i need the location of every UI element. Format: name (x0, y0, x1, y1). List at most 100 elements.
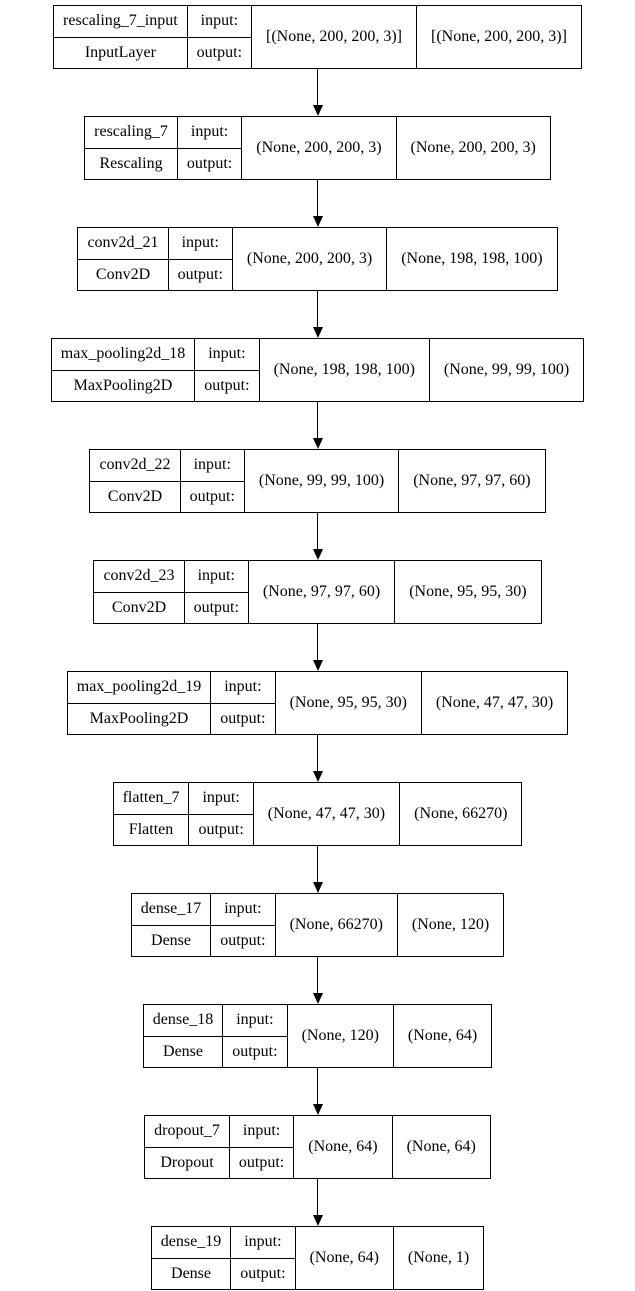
input-shape: (None, 200, 200, 3) (233, 228, 388, 290)
input-label: input: (229, 1116, 294, 1148)
layer-type: Dense (163, 1042, 203, 1060)
arrow-line (316, 1068, 319, 1104)
node-dense-18: dense_18 Dense input: output: (None, 120… (142, 1004, 493, 1068)
flow-arrow (312, 291, 323, 338)
io-label-column: input: output: (229, 1116, 295, 1178)
flow-arrow (312, 1068, 323, 1115)
io-label-column: input: output: (211, 894, 276, 956)
layer-type: Conv2D (111, 598, 167, 616)
layer-name-column: conv2d_23 Conv2D (94, 561, 185, 623)
layer-name-column: rescaling_7 Rescaling (85, 117, 178, 179)
io-label-column: input: output: (231, 1227, 296, 1289)
layer-name-column: rescaling_7_input InputLayer (54, 6, 188, 68)
arrowhead-icon (312, 549, 323, 560)
arrow-line (316, 624, 319, 660)
arrowhead-icon (312, 1215, 323, 1226)
input-shape: (None, 64) (294, 1116, 393, 1178)
input-shape: (None, 66270) (276, 894, 398, 956)
io-label-column: input: output: (177, 117, 243, 179)
input-label: input: (231, 1227, 295, 1259)
layer-name: rescaling_7_input (54, 6, 187, 38)
arrow-line (316, 957, 319, 993)
input-label: input: (195, 339, 259, 371)
flow-arrow (312, 735, 323, 782)
output-label: output: (186, 154, 233, 172)
flow-arrow (312, 1179, 323, 1226)
node-dropout-7: dropout_7 Dropout input: output: (None, … (144, 1115, 491, 1179)
flow-arrow (312, 69, 323, 116)
input-label: input: (177, 117, 242, 149)
io-label-column: input: output: (223, 1005, 288, 1067)
layer-type: Flatten (128, 820, 174, 838)
output-shape: (None, 99, 99, 100) (443, 361, 570, 378)
layer-name: dense_17 (131, 894, 211, 926)
output-shape: (None, 95, 95, 30) (409, 583, 527, 600)
input-label: input: (180, 450, 244, 482)
input-shape: [(None, 200, 200, 3)] (252, 6, 417, 68)
io-label-column: input: output: (211, 672, 276, 734)
arrowhead-icon (312, 660, 323, 671)
layer-name-column: dense_19 Dense (151, 1227, 232, 1289)
layer-name-column: dropout_7 Dropout (145, 1116, 230, 1178)
input-label: input: (168, 228, 232, 260)
arrowhead-icon (312, 993, 323, 1004)
arrow-line (316, 735, 319, 771)
node-conv2d-21: conv2d_21 Conv2D input: output: (None, 2… (77, 227, 558, 291)
node-dense-17: dense_17 Dense input: output: (None, 662… (130, 893, 505, 957)
output-label: output: (198, 820, 244, 838)
layer-name: conv2d_22 (90, 450, 180, 482)
arrow-line (316, 513, 319, 549)
input-label: input: (211, 894, 275, 926)
input-shape: (None, 47, 47, 30) (254, 783, 401, 845)
arrow-line (316, 180, 319, 216)
output-label: output: (193, 598, 239, 616)
output-label: output: (238, 1153, 285, 1171)
flow-arrow (312, 402, 323, 449)
flow-arrow (312, 624, 323, 671)
arrowhead-icon (312, 438, 323, 449)
io-label-column: input: output: (187, 6, 253, 68)
flow-arrow (312, 846, 323, 893)
layer-type: Dropout (160, 1153, 214, 1171)
output-label: output: (196, 43, 243, 61)
arrowhead-icon (312, 1104, 323, 1115)
layer-name: dropout_7 (145, 1116, 229, 1148)
node-dense-19: dense_19 Dense input: output: (None, 64)… (150, 1226, 485, 1290)
layer-name: conv2d_21 (78, 228, 168, 260)
arrow-line (316, 402, 319, 438)
output-label: output: (204, 376, 250, 394)
node-rescaling-7: rescaling_7 Rescaling input: output: (No… (84, 116, 551, 180)
node-conv2d-22: conv2d_22 Conv2D input: output: (None, 9… (89, 449, 546, 513)
output-shape: (None, 1) (407, 1249, 470, 1266)
output-shape: (None, 198, 198, 100) (401, 250, 543, 267)
input-shape: (None, 99, 99, 100) (245, 450, 400, 512)
layer-name-column: conv2d_22 Conv2D (90, 450, 181, 512)
input-label: input: (211, 672, 275, 704)
layer-name-column: max_pooling2d_18 MaxPooling2D (51, 339, 196, 401)
flow-arrow (312, 513, 323, 560)
input-shape: (None, 200, 200, 3) (242, 117, 397, 179)
output-label: output: (189, 487, 235, 505)
layer-type: InputLayer (84, 43, 156, 61)
layer-type: Rescaling (99, 154, 163, 172)
arrow-line (316, 1179, 319, 1215)
arrow-line (316, 846, 319, 882)
input-shape: (None, 120) (288, 1005, 394, 1067)
arrow-line (316, 291, 319, 327)
layer-name-column: dense_17 Dense (131, 894, 212, 956)
layer-type: Dense (151, 931, 191, 949)
input-shape: (None, 97, 97, 60) (249, 561, 396, 623)
output-label: output: (232, 1042, 278, 1060)
layer-name: flatten_7 (113, 783, 189, 815)
node-max-pooling2d-19: max_pooling2d_19 MaxPooling2D input: out… (66, 671, 569, 735)
io-label-column: input: output: (180, 450, 245, 512)
output-shape: (None, 64) (407, 1027, 478, 1044)
layer-name-column: max_pooling2d_19 MaxPooling2D (67, 672, 212, 734)
io-label-column: input: output: (168, 228, 233, 290)
layer-name-column: flatten_7 Flatten (113, 783, 190, 845)
node-max-pooling2d-18: max_pooling2d_18 MaxPooling2D input: out… (50, 338, 585, 402)
io-label-column: input: output: (184, 561, 249, 623)
layer-name: max_pooling2d_18 (51, 339, 195, 371)
node-rescaling-7-input: rescaling_7_input InputLayer input: outp… (53, 5, 582, 69)
